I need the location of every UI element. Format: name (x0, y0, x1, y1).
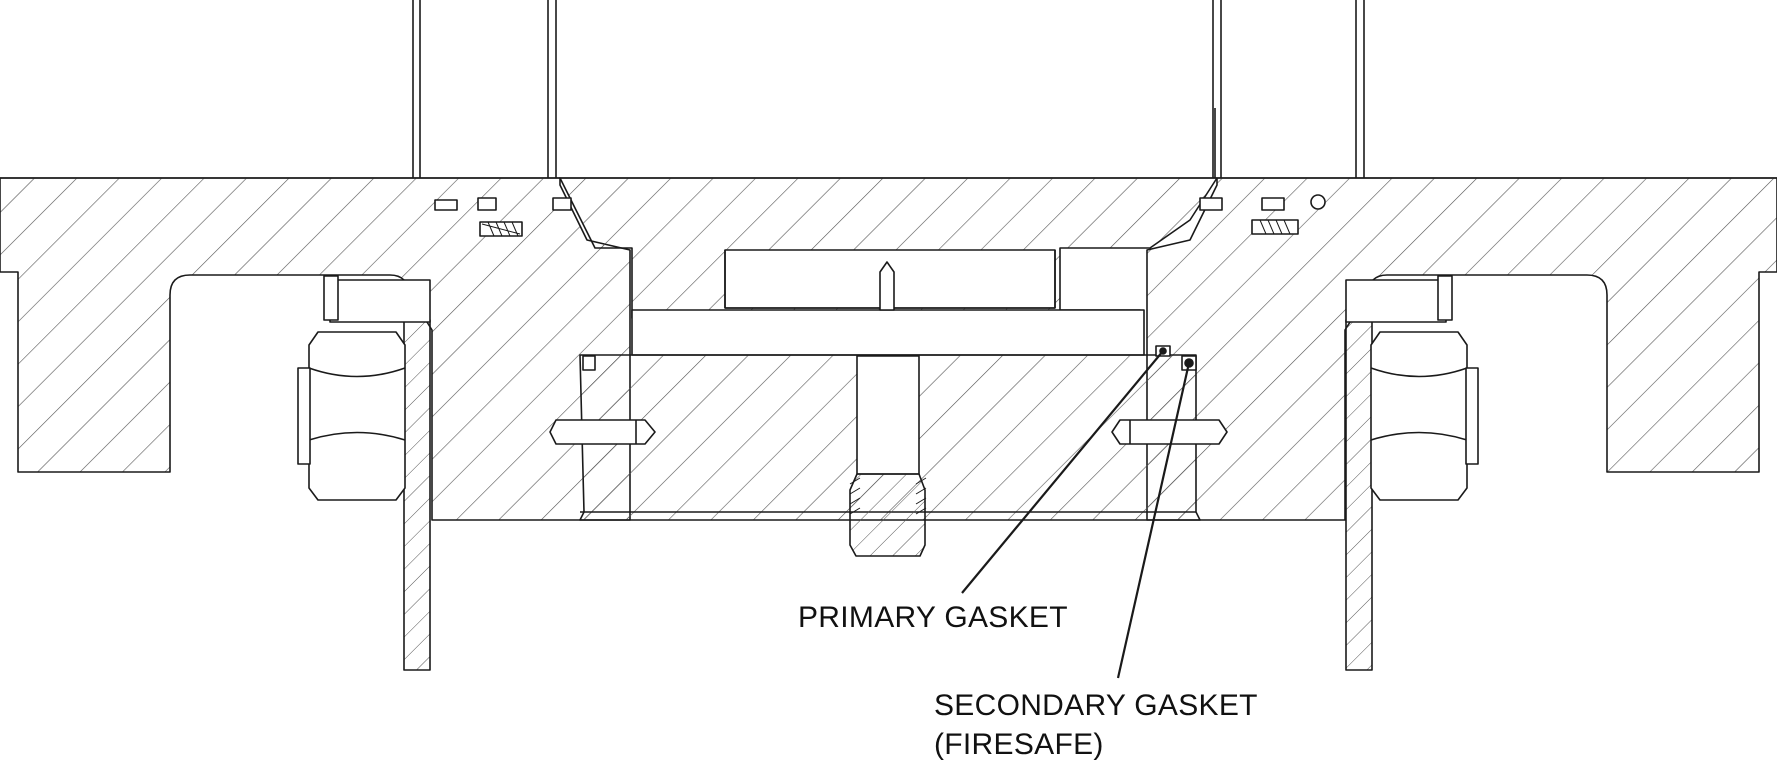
left-gasket-groove (582, 355, 596, 371)
upper-body (0, 0, 1777, 179)
right-seal-details (1199, 194, 1326, 235)
secondary-gasket-leader (1116, 362, 1191, 679)
center-bore (856, 355, 920, 475)
center-ring (631, 309, 1145, 356)
left-bolt (297, 275, 431, 671)
center-pin (879, 261, 895, 311)
firesafe-label: (FIRESAFE) (934, 728, 1104, 761)
left-seal-details (434, 197, 572, 237)
right-bolt (1345, 275, 1479, 671)
secondary-gasket-label: SECONDARY GASKET (934, 689, 1258, 722)
left-outer-flange (0, 177, 631, 521)
right-outer-flange (1146, 177, 1777, 521)
right-pin (1111, 419, 1228, 445)
threaded-plug (849, 473, 926, 557)
primary-gasket-label: PRIMARY GASKET (798, 601, 1068, 634)
plug-threads (849, 477, 927, 515)
primary-gasket-leader (961, 350, 1164, 594)
left-pin (549, 419, 656, 445)
